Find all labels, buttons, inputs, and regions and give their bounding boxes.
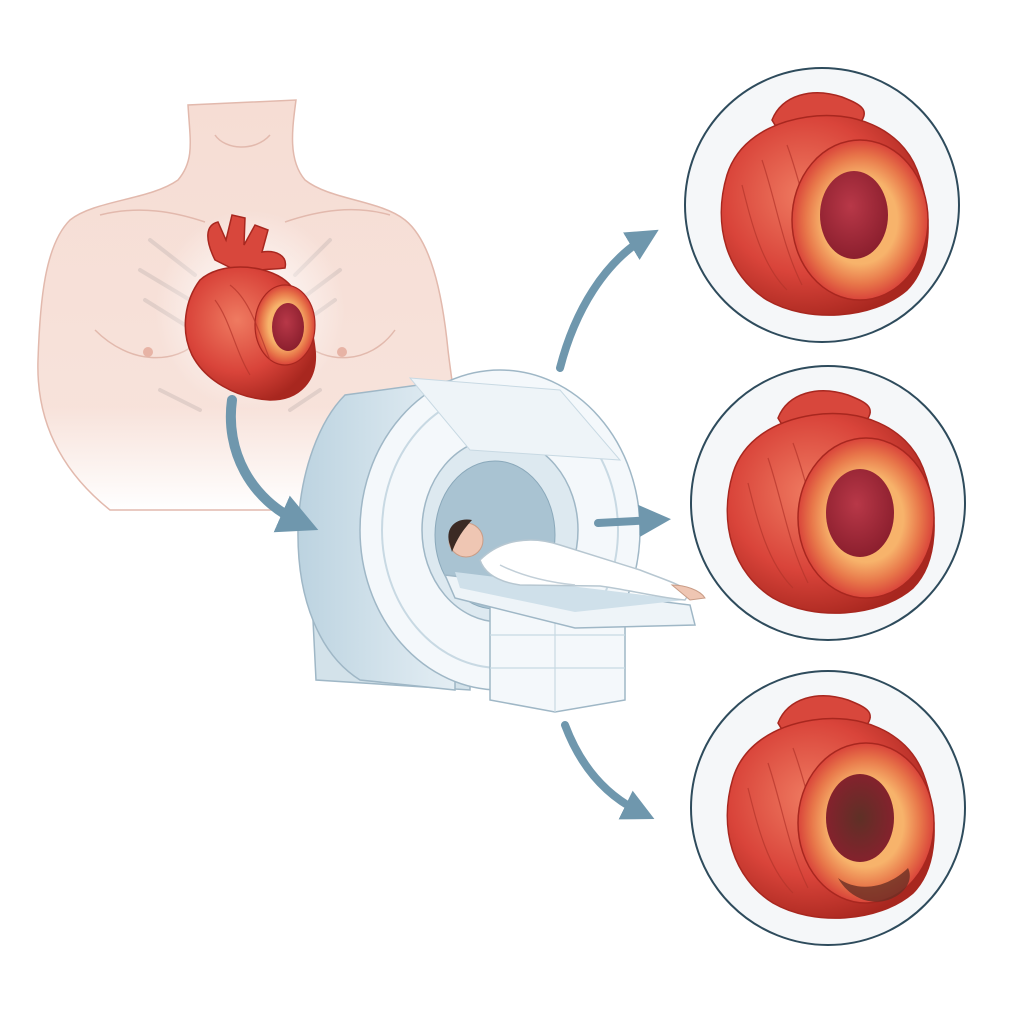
patient-table (443, 572, 696, 713)
neck-line (214, 134, 271, 148)
cross-section-view-2 (690, 365, 966, 641)
scar-region (838, 868, 910, 902)
heart-cut-lumen (272, 303, 304, 351)
heart-icon (184, 214, 317, 401)
clavicle-left (99, 209, 206, 223)
heart-vessel-lines (214, 284, 271, 376)
patient-arm (499, 564, 576, 586)
ventricle-lumen (820, 171, 888, 259)
scanner-top-panel (408, 377, 622, 461)
cross-section-views (684, 67, 966, 946)
arrow-scanner-to-view-3 (561, 721, 655, 820)
nipple-right (337, 347, 347, 357)
flow-arrows (225, 229, 671, 820)
patient-feet (670, 584, 706, 601)
patient-hair (448, 519, 472, 552)
ventricle-lumen (826, 774, 894, 862)
ventricle-lumen (826, 469, 894, 557)
arrow-heart-to-scanner (225, 395, 319, 533)
clavicle-right (284, 208, 391, 223)
patient-icon (448, 519, 706, 601)
arrow-scanner-to-view-1 (556, 229, 659, 372)
cross-section-view-3 (690, 670, 966, 946)
arrow-scanner-to-view-2 (594, 504, 671, 537)
aorta-vessels (207, 214, 287, 276)
nipple-left (143, 347, 153, 357)
cross-section-view-1 (684, 67, 960, 343)
